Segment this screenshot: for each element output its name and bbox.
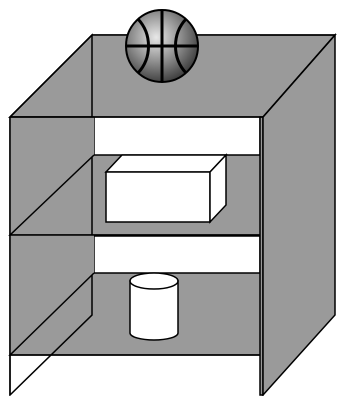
box-top: [106, 155, 226, 172]
box: [106, 155, 226, 222]
cylinder-body: [130, 281, 178, 340]
box-front: [106, 172, 210, 222]
cylinder: [130, 273, 178, 340]
basketball: [126, 10, 198, 82]
shelf-back-upper-opening: [94, 117, 260, 157]
cylinder-top: [130, 273, 178, 289]
shelf-back-lower-opening: [94, 236, 260, 274]
